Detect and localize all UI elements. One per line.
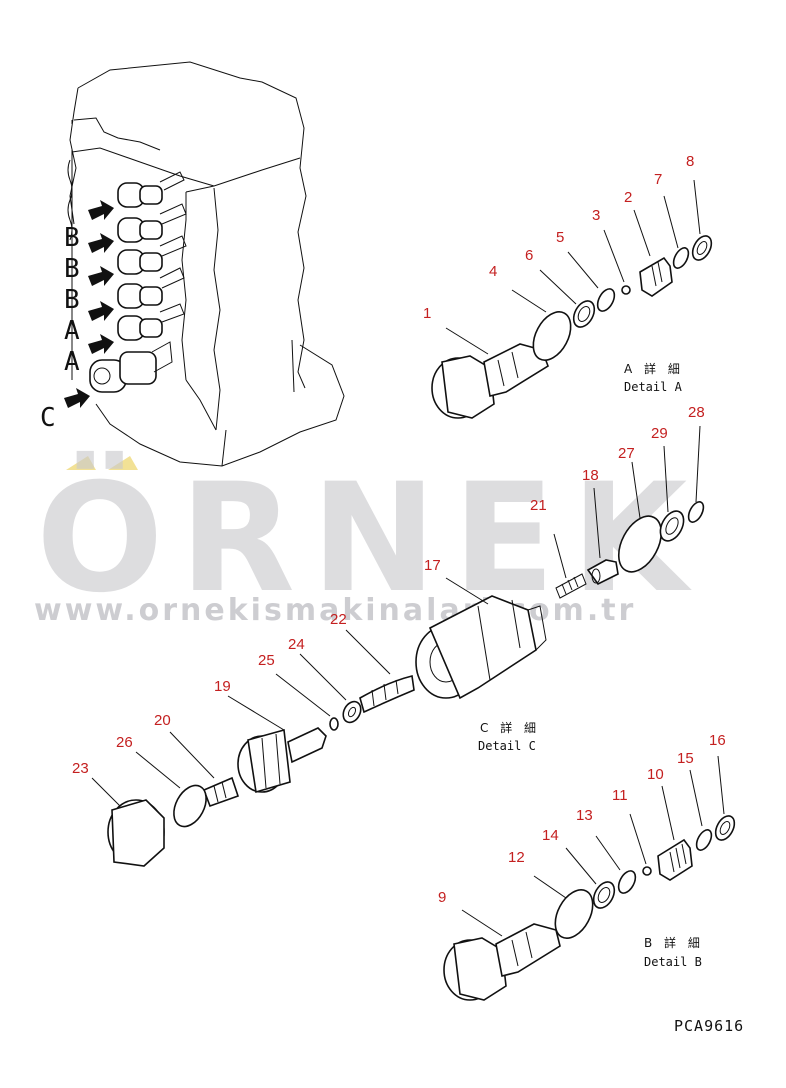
callout-26: 26	[116, 734, 133, 751]
detail-b-parts	[443, 815, 736, 1001]
detail-c-leaders	[91, 425, 701, 807]
side-label-3: B	[64, 285, 80, 315]
valve-plugs	[89, 171, 187, 393]
side-label-2: B	[64, 254, 80, 284]
callout-16: 16	[709, 732, 726, 749]
callout-28: 28	[688, 404, 705, 421]
callout-22: 22	[330, 611, 347, 628]
drawing-code: PCA9616	[674, 1017, 744, 1035]
detail-a-parts	[431, 235, 713, 419]
detail-b-leaders	[461, 755, 725, 937]
callout-29: 29	[651, 425, 668, 442]
arrow-icon	[88, 301, 114, 321]
detail-c-parts	[107, 501, 705, 867]
side-label-5: A	[64, 347, 80, 377]
detail-a-label-jp: A 詳 細	[624, 361, 684, 376]
callout-12: 12	[508, 849, 525, 866]
side-label-6: C	[40, 403, 56, 433]
callout-11: 11	[612, 787, 628, 804]
callout-18: 18	[582, 467, 599, 484]
callout-2: 2	[624, 189, 632, 206]
watermark-url: www.ornekismakinalari.com.tr	[34, 593, 636, 628]
callout-20: 20	[154, 712, 171, 729]
control-valve-block: B B B A A C	[40, 61, 345, 467]
callout-10: 10	[647, 766, 664, 783]
callout-25: 25	[258, 652, 275, 669]
arrow-icon	[88, 334, 114, 354]
callout-15: 15	[677, 750, 694, 767]
callout-19: 19	[214, 678, 231, 695]
detail-b-label-jp: B 詳 細	[644, 935, 704, 950]
callout-7: 7	[654, 171, 662, 188]
detail-b-label-en: Detail B	[644, 955, 702, 969]
arrow-icon	[64, 388, 90, 408]
arrow-icon	[88, 200, 114, 220]
callout-27: 27	[618, 445, 635, 462]
watermark: ÖRNEK www.ornekismakinalari.com.tr	[34, 450, 703, 628]
callout-5: 5	[556, 229, 564, 246]
detail-a-leaders	[445, 179, 701, 355]
side-label-4: A	[64, 316, 80, 346]
detail-c-label-jp: C 詳 細	[480, 720, 540, 735]
callout-6: 6	[525, 247, 533, 264]
callout-13: 13	[576, 807, 593, 824]
callout-4: 4	[489, 263, 497, 280]
callout-1: 1	[423, 305, 431, 322]
callout-9: 9	[438, 889, 446, 906]
arrow-icon	[88, 266, 114, 286]
callout-8: 8	[686, 153, 694, 170]
callout-17: 17	[424, 557, 441, 574]
callout-14: 14	[542, 827, 559, 844]
detail-c-label-en: Detail C	[478, 739, 536, 753]
callout-3: 3	[592, 207, 600, 224]
side-label-1: B	[64, 223, 80, 253]
watermark-brand: ÖRNEK	[36, 450, 703, 626]
arrow-icons	[64, 200, 114, 408]
detail-a-label-en: Detail A	[624, 380, 683, 394]
callout-24: 24	[288, 636, 305, 653]
callout-21: 21	[530, 497, 547, 514]
watermark-accent-mark	[66, 456, 138, 470]
arrow-icon	[88, 233, 114, 253]
callout-23: 23	[72, 760, 89, 777]
